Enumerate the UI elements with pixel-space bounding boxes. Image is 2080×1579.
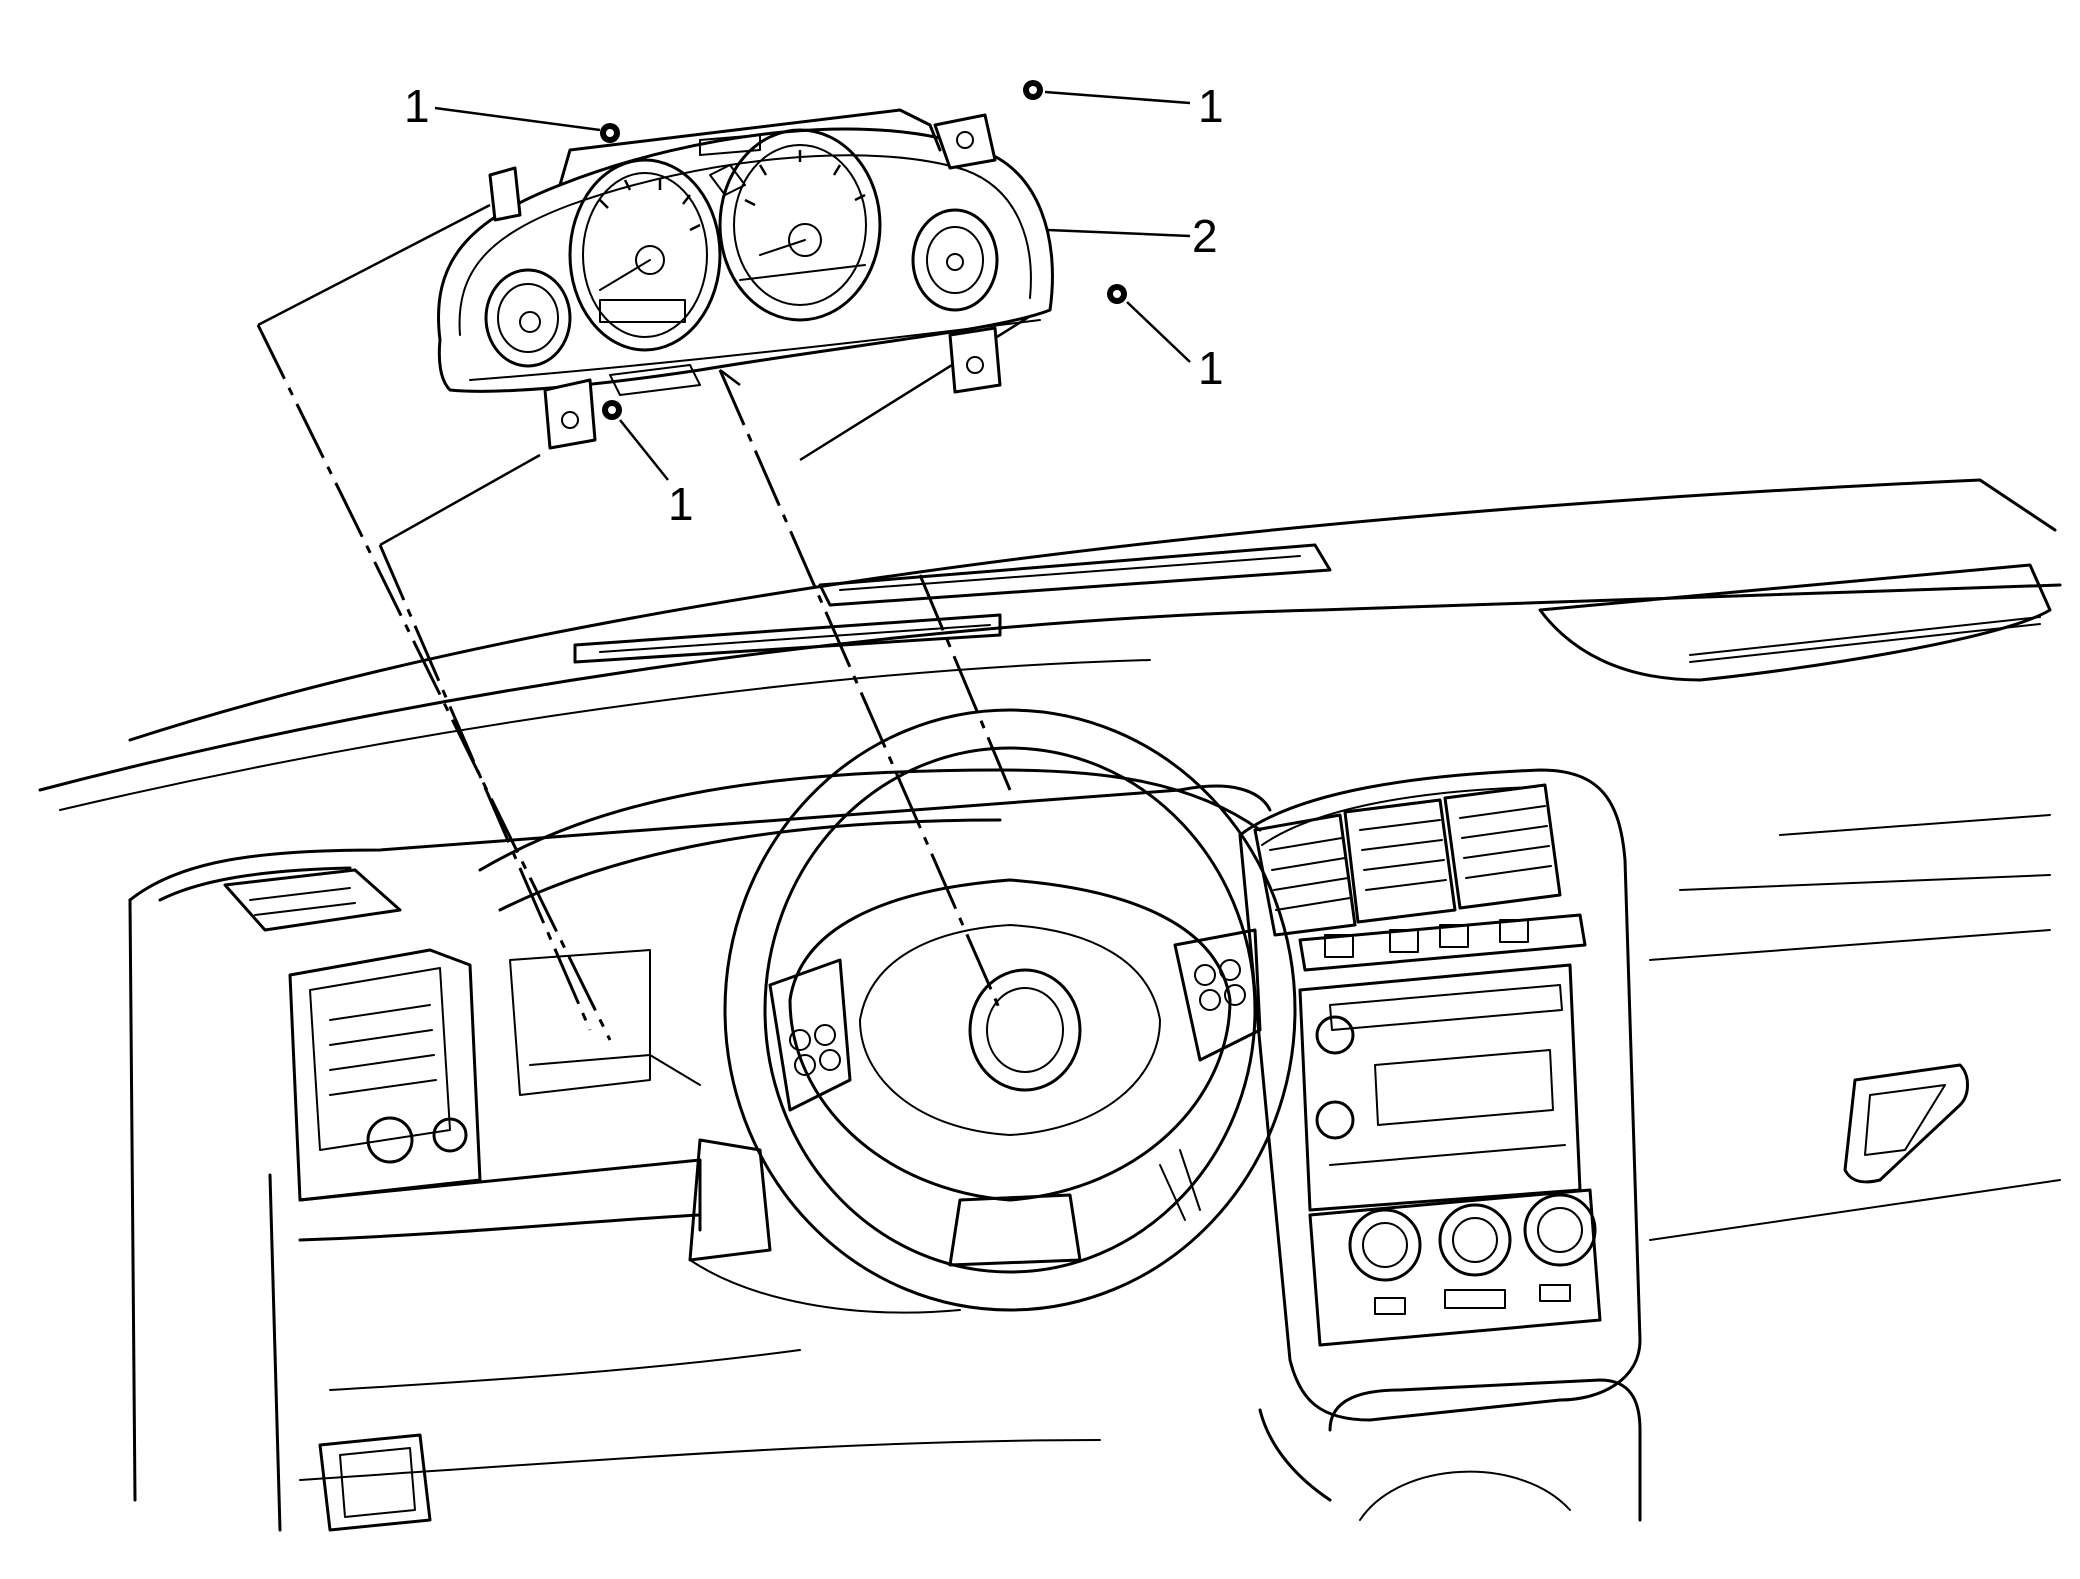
callout-1-top-right: 1 — [1198, 80, 1224, 132]
dashboard — [38, 478, 2062, 1532]
callout-1-top-left: 1 — [404, 80, 430, 132]
glovebox-handle — [1843, 1063, 1969, 1184]
fastener-bottom-left — [602, 400, 622, 420]
steering-wheel — [688, 708, 1297, 1314]
fasteners — [600, 80, 1127, 420]
instrument-cluster — [437, 108, 1054, 450]
callout-labels: 1 1 2 1 1 — [404, 80, 1224, 530]
leader-lines — [434, 90, 1191, 481]
fastener-top-left — [600, 123, 620, 143]
center-stack — [1238, 768, 1642, 1522]
fastener-right — [1107, 284, 1127, 304]
callout-2-cluster: 2 — [1192, 210, 1218, 262]
callout-1-right: 1 — [1198, 342, 1224, 394]
fastener-top-right — [1023, 80, 1043, 100]
alignment-lines — [256, 203, 1041, 1041]
callout-1-bottom: 1 — [668, 478, 694, 530]
